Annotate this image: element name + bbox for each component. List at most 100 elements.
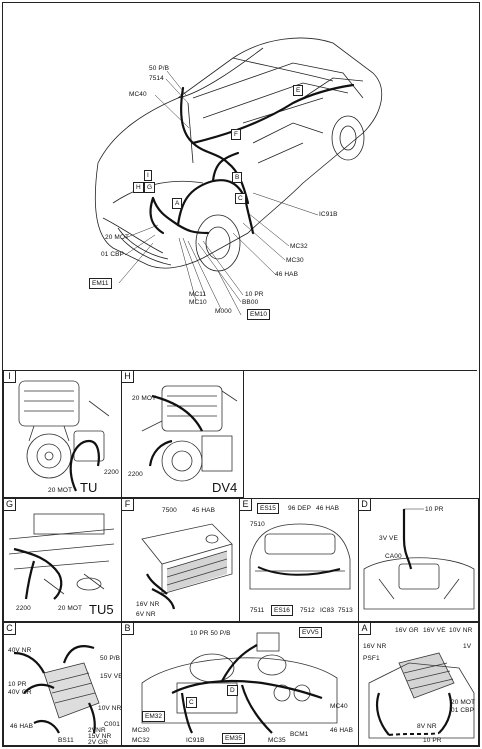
callout-c: C [235,193,246,204]
box-evv5: EVV5 [299,627,322,638]
panel-b-46hab: 46 HAB [330,727,354,734]
box-es15: ES15 [257,503,279,514]
panel-a-label: A [359,623,371,635]
panel-d-3vve: 3V VE [379,535,398,542]
panel-b-callout-d: D [227,685,238,696]
panel-e: E ES15 96 DEP 46 HAB 7510 7511 ES16 7512… [239,498,360,622]
engine-name-dv4: DV4 [212,480,238,495]
panel-b-mc35: MC35 [268,737,286,744]
label-50pb: 50 P/B [149,65,170,72]
label-ic91b: IC91B [319,211,338,218]
label-10pr: 10 PR [245,291,264,298]
panel-h-20mot: 20 MOT [132,395,157,402]
panel-c-fusebox [13,645,100,734]
panel-c-40vnr: 40V NR [8,647,32,654]
panel-a: A 16V GR 16V VE 10V NR 16V NR PSF1 1V 20… [358,622,479,746]
panel-h-label: H [122,371,134,383]
panel-g-engine [8,513,115,600]
panel-f-7500: 7500 [162,507,177,514]
panel-h-engine [141,385,238,482]
panel-d-10pr: 10 PR [425,506,444,513]
box-em35: EM35 [222,733,245,744]
panel-c-40vgr: 40V GR [8,689,32,696]
box-em10: EM10 [247,309,270,320]
panel-d-label: D [359,499,371,511]
panel-a-20mot: 20 MOT [451,699,476,706]
engine-name-tu5: TU5 [89,602,114,617]
panel-b-bcm1: BCM1 [290,731,309,738]
callout-i: I [144,170,152,181]
panel-a-10pr: 10 PR [423,737,442,744]
panel-i: I TU 2200 20 MOT [3,370,123,498]
panel-h: H DV4 20 MOT 2200 [121,370,244,498]
panel-a-01cbp: 01 CBP [451,707,475,714]
panel-a-engine-bay [368,652,475,739]
panel-c-15vve: 15V VE [100,673,123,680]
label-mc11: MC11 [189,291,207,298]
panel-a-16vnr: 16V NR [363,643,387,650]
panel-e-96dep: 96 DEP [288,505,312,512]
panel-g-2200: 2200 [16,605,31,612]
label-mc40: MC40 [129,91,147,98]
label-mc32: MC32 [290,243,308,250]
label-01cbp: 01 CBP [101,251,125,258]
panel-i-20mot: 20 MOT [48,487,73,494]
panel-b-mc40: MC40 [330,703,348,710]
panel-b-mc30: MC30 [132,727,150,734]
panel-c-50pb: 50 P/B [100,655,121,662]
box-em32: EM32 [142,711,165,722]
panel-e-7510: 7510 [250,521,265,528]
label-mc30: MC30 [286,257,304,264]
label-20mot: 20 MOT [105,234,130,241]
label-m000: M000 [215,308,232,315]
panel-i-label: I [4,371,16,383]
panel-e-46hab: 46 HAB [316,505,340,512]
callout-b: B [232,172,243,183]
panel-b-dashboard [141,632,338,734]
panel-c-2vnr: 2VNR [88,727,106,734]
panel-f-module [141,523,233,610]
panel-e-ic83: IC83 [320,607,335,614]
label-bb00: BB00 [242,299,259,306]
panel-e-label: E [240,499,252,511]
panel-f-6vnr: 6V NR [136,611,156,618]
panel-a-10vnr: 10V NR [449,627,473,634]
panel-d: D 10 PR 3V VE CA00 [358,498,479,622]
panel-c-46hab: 46 HAB [10,723,34,730]
panel-g-label: G [4,499,16,511]
box-es16: ES16 [271,605,293,616]
label-46hab: 46 HAB [275,271,299,278]
panel-c-bs11: BS11 [58,737,74,744]
panel-c: C 40V NR 50 P/B 10 PR 40V GR 15V VE 10V … [3,622,123,746]
panel-f-16vnr: 16V NR [136,601,160,608]
car-illustration [94,37,382,316]
panel-e-7513: 7513 [338,607,353,614]
box-em11: EM11 [89,278,112,289]
panel-e-7512: 7512 [300,607,315,614]
panel-e-7511: 7511 [250,607,265,614]
callout-a: A [172,198,183,209]
panel-b-10pr-50pb: 10 PR 50 P/B [190,630,231,637]
panel-h-2200: 2200 [128,471,143,478]
callout-h: H [133,182,144,193]
panel-g: G TU5 2200 20 MOT [3,498,123,622]
callout-f: F [231,129,241,140]
callout-e: E [293,85,304,96]
panel-b-callout-c: C [186,697,197,708]
panel-b-ic91b: IC91B [186,737,205,744]
panel-c-10vnr: 10V NR [98,705,122,712]
label-7514: 7514 [149,75,164,82]
panel-f-45hab: 45 HAB [192,507,216,514]
panel-a-8vnr: 8V NR [417,723,437,730]
panel-c-10pr: 10 PR [8,681,27,688]
panel-i-engine [18,380,110,492]
main-car-overview: 50 P/B 7514 MC40 E F I H G A B C IC91B M… [3,3,477,371]
callout-g: G [144,182,156,193]
panel-b-mc32: MC32 [132,737,150,744]
panel-b-label: B [122,623,134,635]
panel-a-16vgr: 16V GR [395,627,419,634]
panel-a-16vve: 16V VE [423,627,446,634]
panel-b: B 10 PR 50 P/B EVV5 EM32 C D MC40 MC30 M… [121,622,360,746]
panel-a-psf1: PSF1 [363,655,380,662]
